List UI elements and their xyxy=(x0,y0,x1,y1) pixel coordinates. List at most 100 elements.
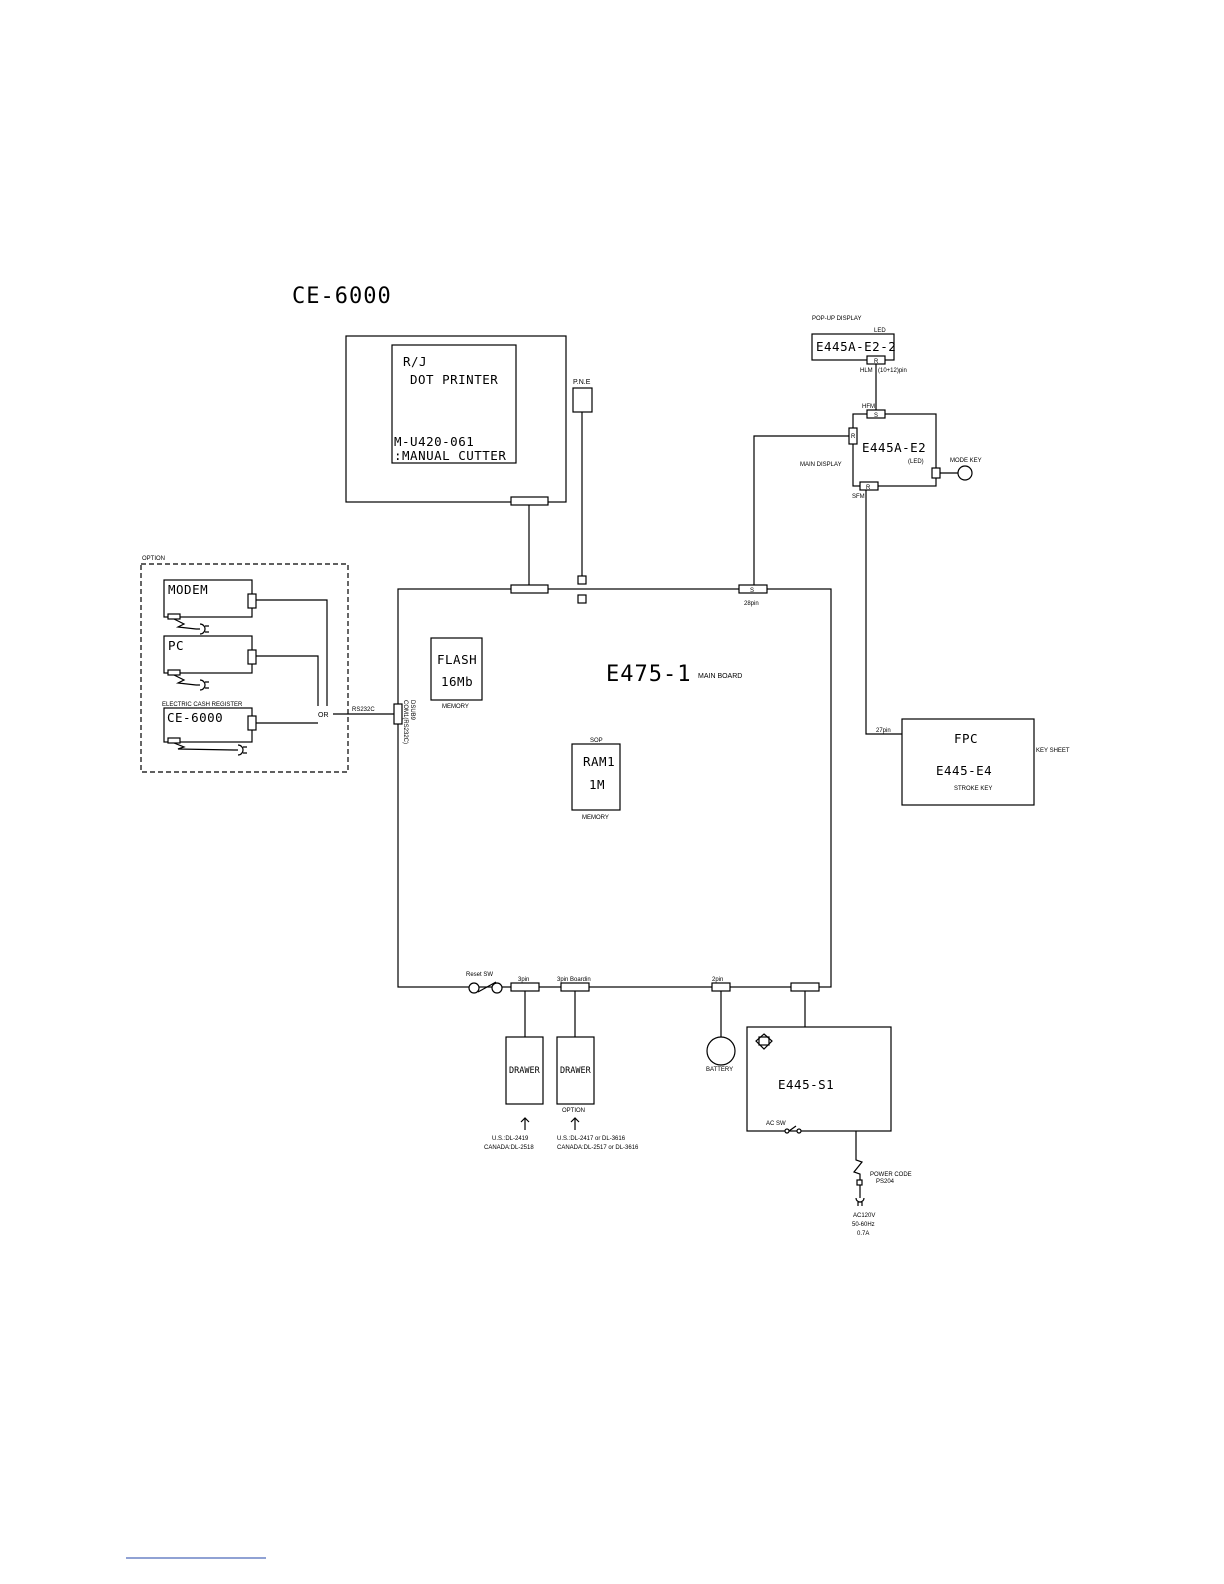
pne-connector-top xyxy=(577,575,587,585)
power-board-name: E445-S1 xyxy=(778,1077,834,1092)
ac-freq-label: 50-60Hz xyxy=(852,1222,875,1228)
pc-label: PC xyxy=(168,638,184,653)
modem-label: MODEM xyxy=(168,582,208,597)
pins28-label: 28pin xyxy=(744,601,759,607)
ac-sw-contact-left xyxy=(784,1128,790,1134)
modem-plug-icon xyxy=(196,623,209,635)
pne-label: P.N.E xyxy=(573,379,591,386)
sfm-label: SFM xyxy=(852,494,865,500)
flash-label: FLASH xyxy=(437,652,477,667)
hfm-label: HFM xyxy=(862,404,875,410)
power-cord xyxy=(852,1131,864,1180)
pc-power-jack xyxy=(167,669,181,676)
flash-chip xyxy=(430,637,483,701)
main-display-conn-s-label: S xyxy=(874,413,878,419)
pne-connector-bottom xyxy=(577,594,587,604)
transformer-core-icon xyxy=(758,1036,770,1046)
ac-sw-label: AC SW xyxy=(766,1121,786,1127)
battery-connector xyxy=(711,982,731,992)
ps204-label: PS204 xyxy=(876,1179,895,1185)
fpc-cable xyxy=(865,490,902,735)
diagram-title: CE-6000 xyxy=(292,284,392,309)
modem-power-cord xyxy=(173,618,197,630)
power-plug-icon xyxy=(855,1197,865,1206)
drawer1-canada-model: CANADA:DL-2518 xyxy=(484,1145,534,1151)
ecr-port xyxy=(247,715,257,731)
main-board-name: E475-1 xyxy=(606,662,691,687)
com1-connector xyxy=(393,703,403,725)
fpc-board-name: E445-E4 xyxy=(936,763,992,778)
popup-board-name: E445A-E2-2 xyxy=(816,339,896,354)
drawer1-label: DRAWER xyxy=(509,1066,541,1076)
reset-sw-lever xyxy=(477,981,497,993)
mode-key-connector xyxy=(931,467,941,479)
main-board-printer-connector xyxy=(510,584,549,594)
printer-rj-label: R/J xyxy=(403,354,427,369)
reset-sw-label: Reset SW xyxy=(466,972,493,978)
popup-pins-label: (10+12)pin xyxy=(878,368,907,374)
main-display-connector-r xyxy=(859,481,879,491)
drawer1-us-model: U.S.:DL-2419 xyxy=(492,1136,529,1142)
popup-board-box xyxy=(811,333,895,361)
ecr-power-jack xyxy=(167,737,181,744)
flash-memory-label: MEMORY xyxy=(442,704,469,710)
drawer1-arrow-icon xyxy=(520,1117,530,1123)
ram-memory-label: MEMORY xyxy=(582,815,609,821)
pc-port xyxy=(247,649,257,665)
pin3b-label: 3pin Boardin xyxy=(557,977,591,983)
main-board-box xyxy=(397,588,832,988)
drawer1-box xyxy=(505,1036,544,1105)
power-cord-label: POWER CODE xyxy=(870,1172,912,1178)
fpc-box xyxy=(901,718,1035,806)
drawer2-option-label: OPTION xyxy=(562,1108,585,1114)
printer-model-label: M-U420-061 xyxy=(394,434,474,449)
power-connector xyxy=(790,982,820,992)
main-display-connector-s xyxy=(866,409,886,419)
or-label: OR xyxy=(318,712,329,719)
drawer2-us-model: U.S.:DL-2417 or DL-3616 xyxy=(557,1136,626,1142)
ram-label: RAM1 xyxy=(583,754,615,769)
ram-size-label: 1M xyxy=(589,777,605,792)
sop-label: SOP xyxy=(590,738,603,744)
pc-power-cord xyxy=(173,674,197,686)
main-board-label: MAIN BOARD xyxy=(698,673,742,680)
reset-sw-contact-left xyxy=(468,982,480,994)
main-display-label: MAIN DISPLAY xyxy=(800,462,842,468)
dsub9-label: DSUB9 xyxy=(409,700,415,721)
popup-heading: POP-UP DISPLAY xyxy=(812,316,861,322)
flash-size-label: 16Mb xyxy=(441,674,473,689)
popup-led-label: LED xyxy=(874,328,886,334)
main-board-display-connector xyxy=(738,584,768,594)
ecr-plug-icon xyxy=(234,744,247,756)
reset-sw-contact-right xyxy=(491,982,503,994)
mode-key-label: MODE KEY xyxy=(950,458,982,464)
pin2-label: 2pin xyxy=(712,977,723,983)
power-board-box xyxy=(746,1026,892,1132)
drawer2-canada-model: CANADA:DL-2517 or DL-3616 xyxy=(557,1145,639,1151)
main-display-conn-r2-label: R xyxy=(866,485,871,491)
ecr-heading: ELECTRIC CASH REGISTER xyxy=(162,702,243,708)
ram-chip xyxy=(571,743,621,811)
drawer2-box xyxy=(556,1036,595,1105)
main-display-led-label: (LED) xyxy=(908,459,924,465)
mode-key-icon xyxy=(957,465,973,481)
pc-wire xyxy=(256,655,319,706)
stroke-key-label: STROKE KEY xyxy=(954,786,992,792)
battery-icon xyxy=(706,1036,736,1066)
printer-cutter-label: :MANUAL CUTTER xyxy=(394,448,506,463)
popup-hlm-label: HLM xyxy=(860,368,873,374)
modem-wire xyxy=(256,599,328,706)
ac-current-label: 0.7A xyxy=(857,1231,869,1237)
pne-sensor-box xyxy=(572,387,593,413)
printer-inner-box xyxy=(391,344,517,464)
modem-power-jack xyxy=(167,613,181,620)
fpc-label: FPC xyxy=(954,731,978,746)
ecr-label: CE-6000 xyxy=(167,710,223,725)
battery-label: BATTERY xyxy=(706,1067,733,1073)
power-cord-connector xyxy=(856,1179,863,1186)
pin3a-label: 3pin xyxy=(518,977,529,983)
ecr-power-cord xyxy=(173,742,235,751)
printer-connector xyxy=(510,496,549,506)
com1-label: COM1(RS232C) xyxy=(402,700,408,744)
